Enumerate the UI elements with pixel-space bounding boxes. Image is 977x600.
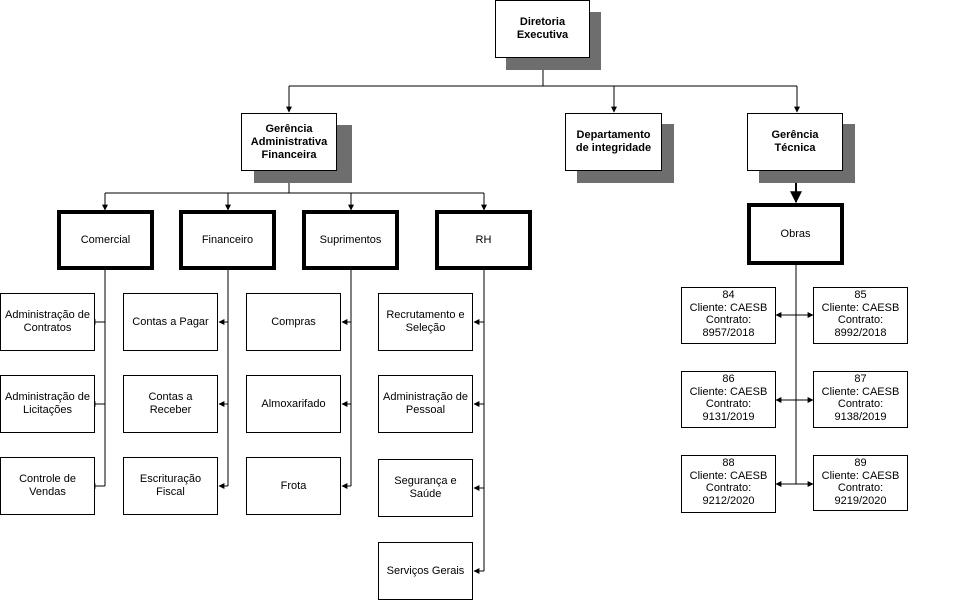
contract-number: 85 — [854, 289, 867, 301]
comercial-unit: Controle de Vendas — [0, 457, 95, 515]
contract-number: 84 — [722, 289, 735, 301]
obras-box: Obras — [747, 203, 844, 265]
comercial-unit: Administração de Contratos — [0, 293, 95, 351]
contract-label: Contrato: — [837, 482, 884, 494]
rh-unit: Serviços Gerais — [378, 542, 473, 600]
contract-label: Contrato: — [705, 398, 752, 410]
rh-unit: Administração de Pessoal — [378, 375, 473, 433]
rh-unit: Segurança e Saúde — [378, 459, 473, 517]
admin-fin-manager-box: Gerência Administrativa Financeira — [241, 113, 337, 171]
suprimentos-unit: Compras — [246, 293, 341, 351]
contract-box: 88 Cliente: CAESB Contrato: 9212/2020 — [681, 455, 776, 513]
suprimentos-unit: Almoxarifado — [246, 375, 341, 433]
comercial-unit: Administração de Licitações — [0, 375, 95, 433]
contract-id: 9138/2019 — [834, 410, 887, 423]
contract-label: Contrato: — [837, 314, 884, 326]
contract-box: 86 Cliente: CAESB Contrato: 9131/2019 — [681, 371, 776, 428]
contract-id: 9212/2020 — [702, 494, 755, 507]
director-box: Diretoria Executiva — [495, 0, 590, 58]
contract-box: 87 Cliente: CAESB Contrato: 9138/2019 — [813, 371, 908, 428]
contract-number: 88 — [722, 457, 735, 469]
technical-manager-box: Gerência Técnica — [747, 113, 843, 171]
contract-client: Cliente: CAESB — [689, 469, 768, 482]
suprimentos-box: Suprimentos — [302, 210, 399, 270]
suprimentos-unit: Frota — [246, 457, 341, 515]
contract-id: 9219/2020 — [834, 494, 887, 507]
contract-id: 8992/2018 — [834, 326, 887, 339]
contract-number: 87 — [854, 373, 867, 385]
contract-label: Contrato: — [705, 314, 752, 326]
contract-client: Cliente: CAESB — [821, 301, 900, 314]
contract-id: 8957/2018 — [702, 326, 755, 339]
contract-box: 84 Cliente: CAESB Contrato: 8957/2018 — [681, 287, 776, 344]
rh-box: RH — [435, 210, 532, 270]
rh-unit: Recrutamento e Seleção — [378, 293, 473, 351]
financeiro-unit: Contas a Pagar — [123, 293, 218, 351]
contract-box: 85 Cliente: CAESB Contrato: 8992/2018 — [813, 287, 908, 344]
integrity-department-box: Departamento de integridade — [565, 113, 662, 171]
contract-id: 9131/2019 — [702, 410, 755, 423]
financeiro-unit: Escrituração Fiscal — [123, 457, 218, 515]
contract-number: 89 — [854, 457, 867, 469]
comercial-box: Comercial — [57, 210, 154, 270]
contract-client: Cliente: CAESB — [689, 385, 768, 398]
contract-client: Cliente: CAESB — [689, 301, 768, 314]
contract-number: 86 — [722, 373, 735, 385]
contract-label: Contrato: — [837, 398, 884, 410]
financeiro-unit: Contas a Receber — [123, 375, 218, 433]
contract-box: 89 Cliente: CAESB Contrato: 9219/2020 — [813, 455, 908, 511]
contract-client: Cliente: CAESB — [821, 469, 900, 482]
contract-client: Cliente: CAESB — [821, 385, 900, 398]
financeiro-box: Financeiro — [179, 210, 276, 270]
contract-label: Contrato: — [705, 482, 752, 494]
